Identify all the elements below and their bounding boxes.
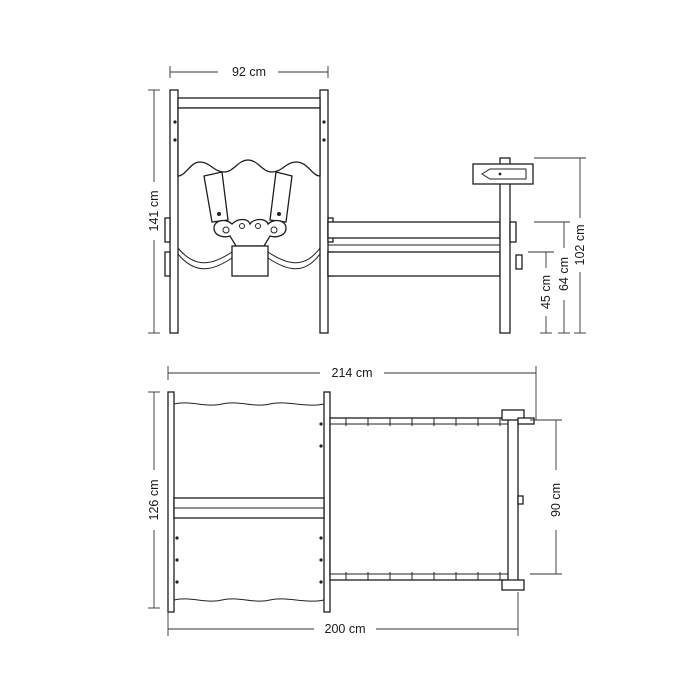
dim-rail-height: 64 cm (557, 257, 571, 291)
foot-board (507, 413, 519, 587)
mattress-frame (329, 417, 515, 581)
arrow-icon (481, 168, 527, 180)
head-post-left-top (167, 391, 175, 613)
foot-post (499, 157, 511, 334)
ornament (213, 218, 287, 247)
side-rail-bottom (327, 251, 501, 277)
head-post-right-top (323, 391, 331, 613)
dim-width-top: 92 cm (232, 65, 266, 79)
side-view-dimensions: 92 cm 141 cm 102 cm 64 cm 45 cm (147, 65, 587, 334)
sign-top (517, 417, 535, 425)
canopy-panel (177, 107, 321, 177)
dim-mattress-width: 90 cm (549, 483, 563, 517)
curve-right (267, 247, 321, 264)
dim-height-total: 141 cm (147, 191, 161, 232)
dim-depth-total: 126 cm (147, 480, 161, 521)
side-view (164, 89, 534, 334)
center-block (231, 245, 269, 277)
curve-left (177, 247, 233, 264)
top-view-dimensions: 214 cm 126 cm 90 cm 200 cm (147, 366, 563, 636)
strap-left (203, 171, 229, 223)
head-post-left (169, 89, 179, 334)
dim-length-total: 214 cm (332, 366, 373, 380)
dim-mattress-length: 200 cm (325, 622, 366, 636)
dim-sign-height: 102 cm (573, 225, 587, 266)
canopy-top-bar (177, 97, 321, 109)
head-post-right (319, 89, 329, 334)
strap-right (269, 171, 293, 223)
canopy-edge-top (173, 402, 325, 406)
canopy-edge-bottom (173, 598, 325, 602)
dim-mattress-height: 45 cm (539, 275, 553, 309)
top-view (167, 391, 535, 613)
slat-marks (345, 418, 501, 580)
side-rail-top (327, 221, 501, 239)
